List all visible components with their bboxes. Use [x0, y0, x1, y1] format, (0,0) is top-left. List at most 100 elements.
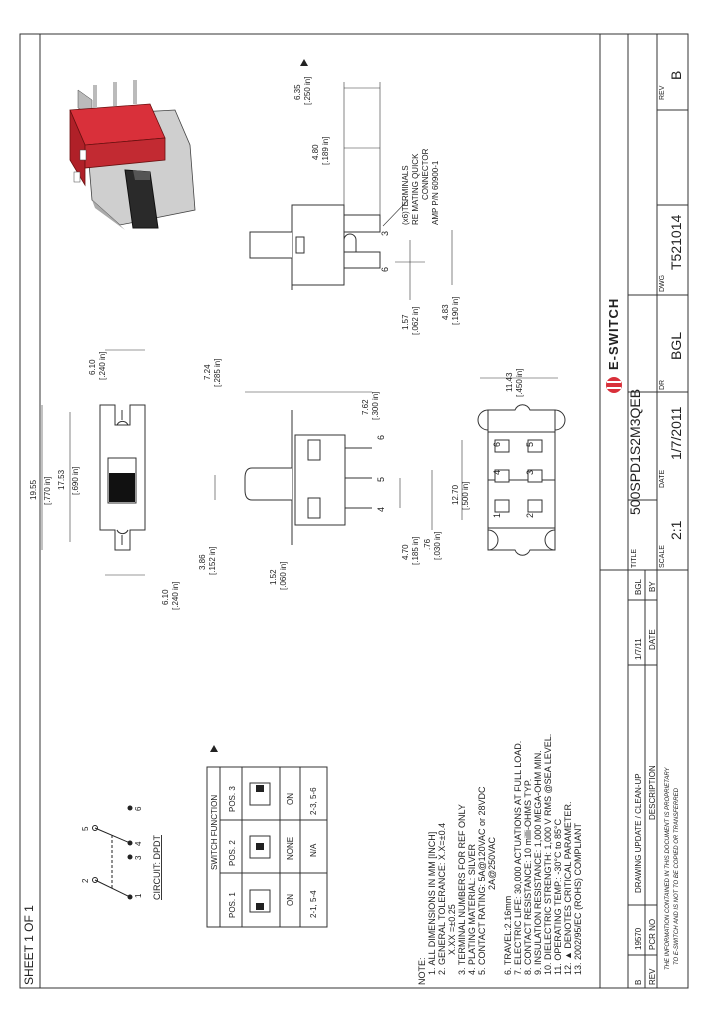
svg-text:2. GENERAL TOLERANCE: X.X=±0.4: 2. GENERAL TOLERANCE: X.X=±0.4: [437, 823, 447, 975]
svg-text:13. 2002/95/EC (ROHS) COMPLIAN: 13. 2002/95/EC (ROHS) COMPLIANT: [573, 822, 583, 975]
scale-value: 2:1: [668, 520, 684, 540]
svg-text:RE MATING QUICK: RE MATING QUICK: [411, 153, 420, 225]
svg-text:[.250 in]: [.250 in]: [303, 77, 312, 105]
svg-text:5: 5: [525, 442, 535, 447]
sf-row1-pos1: ON: [286, 894, 295, 906]
svg-text:[.062 in]: [.062 in]: [411, 307, 420, 335]
rev-row-pcr: 19570: [634, 927, 643, 950]
rev-header-by: BY: [648, 581, 657, 592]
svg-text:6. TRAVEL:2.16mm: 6. TRAVEL:2.16mm: [503, 896, 513, 975]
svg-text:CONNECTOR: CONNECTOR: [421, 148, 430, 200]
svg-text:E-SWITCH: E-SWITCH: [606, 298, 621, 370]
e-switch-logo: E-SWITCH: [606, 298, 622, 393]
svg-text:11. OPERATING TEMP.: -30°C to: 11. OPERATING TEMP.: -30°C to 85°C: [553, 818, 563, 975]
svg-text:[.300 in]: [.300 in]: [371, 392, 380, 420]
rev-row-rev: B: [634, 980, 643, 985]
svg-text:12. ▲ DENOTES CRITICAL PARAMET: 12. ▲ DENOTES CRITICAL PARAMETER.: [563, 802, 573, 975]
dr-value: BGL: [668, 332, 684, 360]
svg-text:6.10: 6.10: [88, 359, 97, 375]
svg-text:[.285 in]: [.285 in]: [213, 359, 222, 387]
svg-text:3: 3: [380, 231, 390, 236]
outer-border: [19, 33, 689, 989]
svg-text:.76: .76: [423, 538, 432, 550]
switch-function-table: SWITCH FUNCTION POS. 1 POS. 2 POS. 3 ON …: [206, 766, 328, 928]
rev-row-desc: DRAWING UPDATE / CLEAN-UP: [634, 773, 643, 893]
svg-text:4. PLATING MATERIAL: SILVER: 4. PLATING MATERIAL: SILVER: [467, 843, 477, 975]
critical-triangle-icon: [210, 745, 218, 752]
top-view: 19.55 [.770 in] 17.53 [.690 in] 6.10 [.2…: [29, 349, 180, 610]
svg-text:X.XX =±0.25: X.XX =±0.25: [447, 904, 457, 955]
dr-label: DR: [659, 380, 666, 390]
rev-header-date: DATE: [648, 629, 657, 650]
title-label: TITLE: [631, 549, 638, 568]
svg-text:5: 5: [376, 477, 386, 482]
svg-text:6: 6: [492, 442, 502, 447]
svg-text:6.35: 6.35: [293, 84, 302, 100]
sf-row2-pos3: 2-3, 5-6: [309, 787, 318, 815]
dwg-value: T521014: [668, 215, 684, 270]
svg-text:[.189 in]: [.189 in]: [321, 137, 330, 165]
svg-text:6: 6: [380, 267, 390, 272]
svg-text:2: 2: [81, 878, 90, 883]
date-label: DATE: [659, 470, 666, 488]
svg-text:6: 6: [134, 806, 143, 811]
svg-text:19.55: 19.55: [29, 479, 38, 500]
svg-text:4.70: 4.70: [401, 544, 410, 560]
svg-text:1.52: 1.52: [269, 569, 278, 585]
svg-text:[.770 in]: [.770 in]: [43, 477, 52, 505]
svg-text:4: 4: [376, 507, 386, 512]
svg-text:[.240 in]: [.240 in]: [171, 582, 180, 610]
svg-text:1: 1: [134, 893, 143, 898]
svg-text:5: 5: [81, 826, 90, 831]
sf-row2-pos1: 2-1, 5-4: [309, 890, 318, 918]
sf-pos-2-icon: [249, 835, 271, 859]
sf-row1-pos2: NONE: [286, 837, 295, 860]
rev-value: B: [668, 71, 684, 80]
side-view: 6 5 4 7.24 [.285 in] 7.62 [.300 in] 3.86…: [198, 359, 442, 590]
svg-text:4.80: 4.80: [311, 144, 320, 160]
svg-text:[.190 in]: [.190 in]: [451, 297, 460, 325]
sf-pos-2: POS. 2: [228, 840, 237, 866]
svg-text:7.62: 7.62: [361, 399, 370, 415]
rev-label: REV: [659, 85, 666, 100]
svg-text:AMP P/N 60900-1: AMP P/N 60900-1: [431, 160, 440, 225]
notes: NOTE: 1. ALL DIMENSIONS IN MM [INCH] 2. …: [417, 734, 583, 985]
svg-text:8. CONTACT RESISTANCE: 10 mill: 8. CONTACT RESISTANCE: 10 milli-OHMS TYP…: [523, 779, 533, 975]
svg-text:3. TERMINAL NUMBERS FOR REF ON: 3. TERMINAL NUMBERS FOR REF ONLY: [457, 804, 467, 975]
svg-text:10. DIELECTRIC STRENGTH: 1,000: 10. DIELECTRIC STRENGTH: 1,000 V RMS @SE…: [543, 734, 553, 975]
circuit-label: CIRCUIT: DPDT: [152, 834, 162, 900]
svg-text:[.030 in]: [.030 in]: [433, 532, 442, 560]
drawing-title: 500SPD1S2M3QEB: [627, 389, 643, 515]
date-value: 1/7/2011: [668, 406, 684, 460]
svg-text:[.185 in]: [.185 in]: [411, 537, 420, 565]
bottom-view: 1 2 4 3 6 5 11.43 [.450 in] 12.70 [.500 …: [451, 369, 566, 556]
svg-text:3.86: 3.86: [198, 554, 207, 570]
rev-header-rev: REV: [648, 968, 657, 985]
right-side-view: 3 6 (x6)TERMINALS RE MATING QUICK CONNEC…: [249, 59, 460, 335]
svg-text:2A@250VAC: 2A@250VAC: [487, 837, 497, 890]
svg-text:[.060 in]: [.060 in]: [279, 562, 288, 590]
svg-text:[.450 in]: [.450 in]: [515, 369, 524, 397]
dwg-label: DWG: [659, 275, 666, 292]
svg-text:3: 3: [134, 855, 143, 860]
switch-function-title: SWITCH FUNCTION: [210, 795, 219, 870]
sf-pos-1: POS. 1: [228, 892, 237, 918]
revision-table: B 19570 DRAWING UPDATE / CLEAN-UP 1/7/11…: [599, 570, 688, 989]
svg-text:7. ELECTRIC LIFE: 30,000 ACTUA: 7. ELECTRIC LIFE: 30,000 ACTUATIONS AT F…: [513, 741, 523, 975]
svg-text:11.43: 11.43: [505, 372, 514, 392]
svg-text:1: 1: [492, 513, 502, 518]
svg-text:2: 2: [525, 513, 535, 518]
svg-text:NOTE:: NOTE:: [417, 957, 427, 985]
sheet-label: SHEET 1 OF 1: [22, 905, 36, 985]
sf-row1-pos3: ON: [286, 793, 295, 805]
svg-text:9. INSULATION RESISTANCE: 1,00: 9. INSULATION RESISTANCE: 1,000 MEGA-OHM…: [533, 750, 543, 975]
svg-text:4: 4: [492, 470, 502, 475]
proprietary-line-2: TO E-SWITCH AND IS NOT TO BE COPIED OR T…: [674, 787, 680, 965]
svg-text:3: 3: [525, 470, 535, 475]
svg-text:[.240 in]: [.240 in]: [98, 352, 107, 380]
circuit-dpdt: 1 2 3 4 5 6 CIRCUIT: DPDT: [81, 805, 162, 900]
svg-text:1. ALL DIMENSIONS IN MM [INCH]: 1. ALL DIMENSIONS IN MM [INCH]: [427, 832, 437, 975]
rev-row-date: 1/7/11: [634, 638, 643, 660]
sf-pos-3: POS. 3: [228, 786, 237, 812]
svg-text:[.690 in]: [.690 in]: [71, 467, 80, 495]
